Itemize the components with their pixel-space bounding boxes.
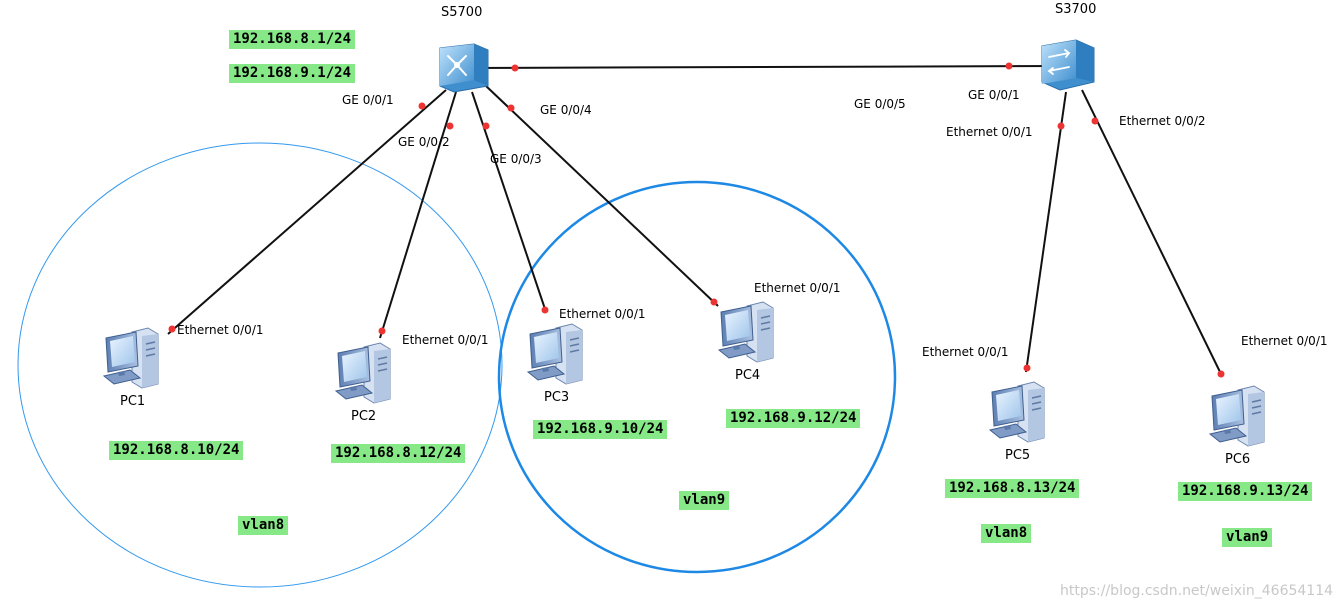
port-dot xyxy=(1217,370,1225,378)
link-s5700-pc1 xyxy=(167,89,447,335)
pc5-computer-icon xyxy=(989,381,1045,443)
pc5-vlan-tag: vlan8 xyxy=(981,524,1032,543)
pc4-name: PC4 xyxy=(735,368,761,383)
port-label-s5700-ge3: GE 0/0/3 xyxy=(490,152,542,166)
link-s5700-s3700 xyxy=(461,65,1069,69)
pc1-name: PC1 xyxy=(120,394,146,409)
link-s5700-pc4 xyxy=(485,85,719,307)
watermark: https://blog.csdn.net/weixin_46654114 xyxy=(1060,583,1334,599)
pc5-port-label: Ethernet 0/0/1 xyxy=(922,345,1009,359)
pc4-ip-tag: 192.168.9.12/24 xyxy=(726,409,861,428)
link-s3700-pc6 xyxy=(1081,89,1223,377)
pc6-computer-icon xyxy=(1209,385,1265,447)
port-dot xyxy=(168,325,176,333)
s5700-switch-icon xyxy=(439,43,489,93)
port-dots xyxy=(168,62,1225,378)
pc6-ip-tag: 192.168.9.13/24 xyxy=(1178,482,1313,501)
port-dot xyxy=(418,102,426,110)
port-dot xyxy=(1005,62,1013,70)
pc6-vlan-tag: vlan9 xyxy=(1222,528,1273,547)
pc1-port-label: Ethernet 0/0/1 xyxy=(177,323,264,337)
port-dot xyxy=(1023,364,1031,372)
port-dot xyxy=(482,122,490,130)
port-dot xyxy=(378,327,386,335)
port-dot xyxy=(710,298,718,306)
s3700-name: S3700 xyxy=(1055,2,1097,17)
pc5-name: PC5 xyxy=(1005,448,1031,463)
pc1-ip-tag: 192.168.8.10/24 xyxy=(109,441,244,460)
port-dot xyxy=(507,104,515,112)
pc1-computer-icon xyxy=(103,327,159,389)
pc4-computer-icon xyxy=(718,301,774,363)
port-label-s5700-ge1: GE 0/0/1 xyxy=(342,93,394,107)
vlanif9-ip-tag: 192.168.9.1/24 xyxy=(229,64,356,83)
pc4-port-label: Ethernet 0/0/1 xyxy=(754,281,841,295)
s3700-switch-icon xyxy=(1041,39,1095,91)
pc6-port-label: Ethernet 0/0/1 xyxy=(1241,334,1328,348)
port-label-s3700-eth1: Ethernet 0/0/1 xyxy=(946,125,1033,139)
links xyxy=(167,65,1223,377)
pc3-port-label: Ethernet 0/0/1 xyxy=(559,307,646,321)
port-label-s5700-ge5: GE 0/0/5 xyxy=(854,97,906,111)
port-label-s5700-ge2: GE 0/0/2 xyxy=(398,135,450,149)
vlanif8-ip-tag: 192.168.8.1/24 xyxy=(229,30,356,49)
pc5-ip-tag: 192.168.8.13/24 xyxy=(945,479,1080,498)
pc2-name: PC2 xyxy=(351,409,377,424)
pc2-computer-icon xyxy=(335,342,391,404)
vlan8-group-tag: vlan8 xyxy=(238,516,289,535)
port-dot xyxy=(541,306,549,314)
port-dot xyxy=(511,64,519,72)
port-label-s3700-eth2: Ethernet 0/0/2 xyxy=(1119,114,1206,128)
pc6-name: PC6 xyxy=(1225,452,1251,467)
vlan9-group-circle xyxy=(497,180,897,574)
pc2-ip-tag: 192.168.8.12/24 xyxy=(331,444,466,463)
port-label-s5700-ge4: GE 0/0/4 xyxy=(540,103,592,117)
vlan9-group-tag: vlan9 xyxy=(679,491,730,510)
link-s3700-pc5 xyxy=(1025,91,1067,373)
port-dot xyxy=(1091,117,1099,125)
pc3-name: PC3 xyxy=(544,390,570,405)
pc3-ip-tag: 192.168.9.10/24 xyxy=(533,420,668,439)
port-label-s3700-ge1: GE 0/0/1 xyxy=(968,88,1020,102)
pc3-computer-icon xyxy=(527,323,583,385)
vlan8-group-circle xyxy=(17,142,503,588)
s5700-name: S5700 xyxy=(441,5,483,20)
port-dot xyxy=(1057,122,1065,130)
link-s5700-pc2 xyxy=(379,91,457,339)
port-dot xyxy=(446,122,454,130)
pc2-port-label: Ethernet 0/0/1 xyxy=(402,333,489,347)
